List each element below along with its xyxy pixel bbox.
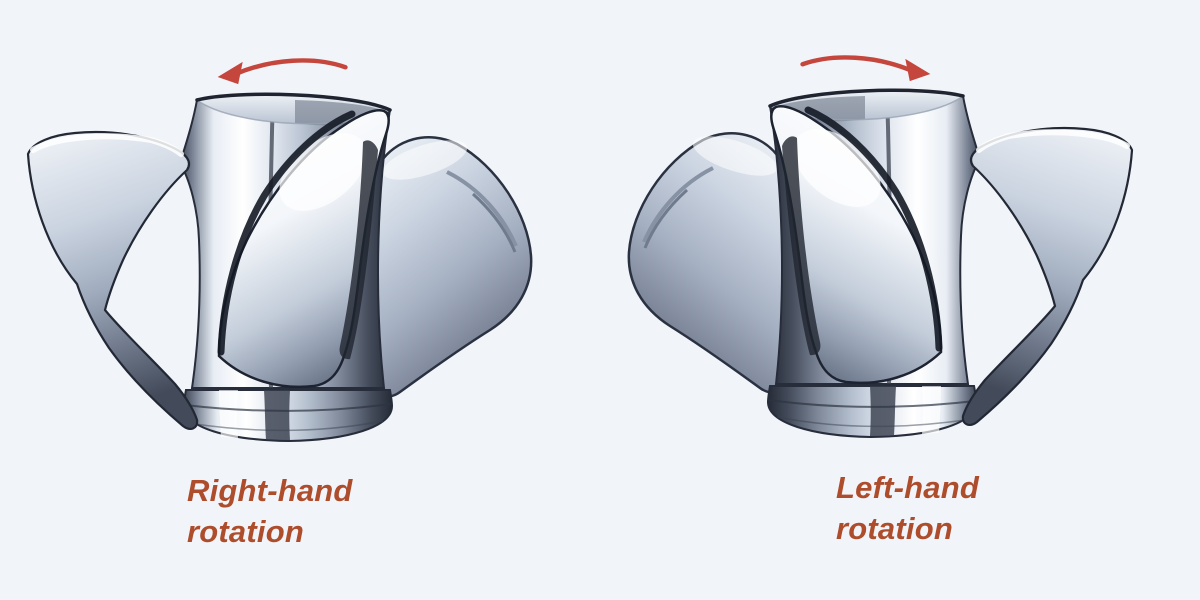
- counterclockwise-rotation-arrow-icon: [215, 50, 349, 88]
- right-hand-propeller-illustration: [23, 88, 533, 448]
- left-hand-rotation-caption: Left-hand rotation: [836, 468, 979, 550]
- caption-line-2: rotation: [836, 510, 953, 546]
- caption-line-1: Left-hand: [836, 470, 979, 505]
- right-hand-rotation-caption: Right-hand rotation: [187, 471, 353, 553]
- left-hand-propeller-illustration: [627, 84, 1137, 444]
- caption-line-1: Right-hand: [187, 473, 353, 508]
- caption-line-2: rotation: [187, 513, 304, 549]
- clockwise-rotation-arrow-icon: [799, 47, 933, 85]
